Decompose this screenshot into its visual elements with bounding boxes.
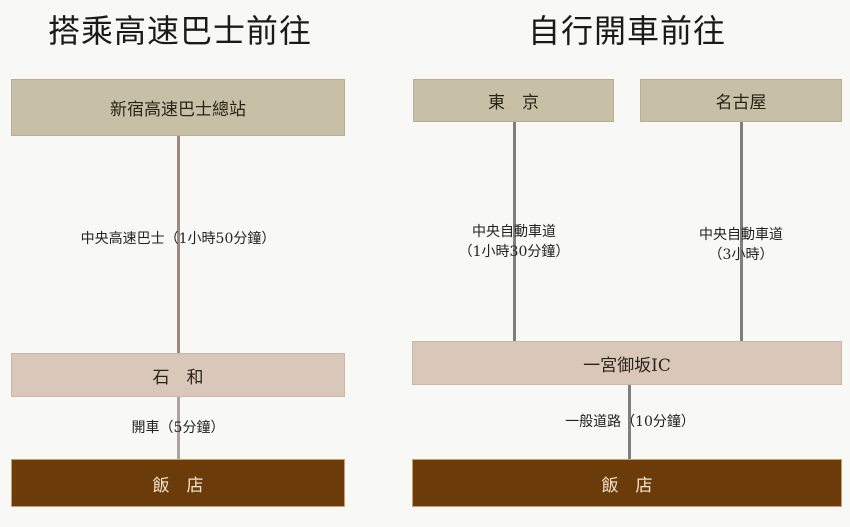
bus-origin-shinjuku: 新宿高速巴士總站 xyxy=(11,79,345,136)
bus-section-title: 搭乘高速巴士前往 xyxy=(48,12,313,50)
bus-route-line-2 xyxy=(177,397,180,459)
car-interchange-ichinomiya-misaka: 一宮御坂IC xyxy=(412,341,842,385)
car-route-line-tokyo xyxy=(513,122,516,341)
car-leg-final-label: 一般道路（10分鐘） xyxy=(565,414,695,430)
car-origin-tokyo: 東 京 xyxy=(413,79,614,122)
car-origin-nagoya: 名古屋 xyxy=(640,79,842,122)
car-section-title: 自行開車前往 xyxy=(527,12,726,50)
car-leg-nagoya-time: （3小時） xyxy=(708,247,774,263)
car-leg-nagoya-label: 中央自動車道 （3小時） xyxy=(661,225,821,265)
car-route-line-nagoya xyxy=(740,122,743,341)
bus-leg1-label: 中央高速巴士（1小時50分鐘） xyxy=(80,231,276,247)
bus-route-line-1 xyxy=(177,136,180,353)
car-leg-tokyo-road: 中央自動車道 xyxy=(472,224,556,240)
bus-leg2-label: 開車（5分鐘） xyxy=(131,420,225,436)
car-destination-hotel: 飯 店 xyxy=(412,459,842,507)
bus-destination-hotel: 飯 店 xyxy=(11,459,345,507)
car-leg-tokyo-time: （1小時30分鐘） xyxy=(458,244,570,260)
bus-transfer-isawa: 石 和 xyxy=(11,353,345,397)
car-route-line-final xyxy=(628,385,631,459)
car-leg-tokyo-label: 中央自動車道 （1小時30分鐘） xyxy=(434,222,594,262)
car-leg-nagoya-road: 中央自動車道 xyxy=(699,227,783,243)
